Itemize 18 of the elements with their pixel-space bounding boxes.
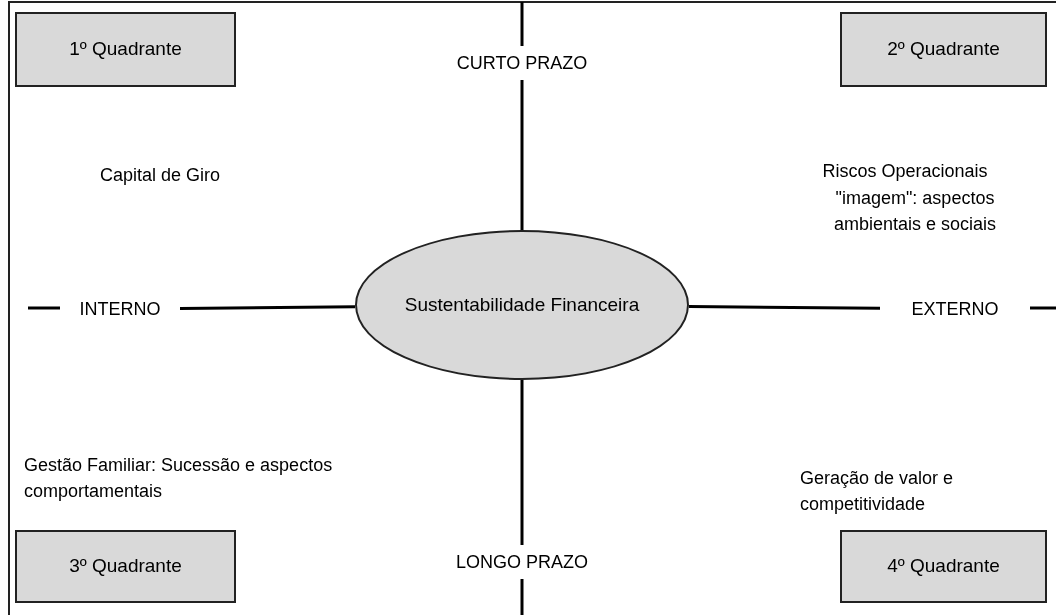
quadrant-note: Gestão Familiar: Sucessão e aspectos comportamentais <box>24 454 334 503</box>
axis-label: INTERNO <box>60 293 180 325</box>
quadrant-note: Geração de valor e competitividade <box>800 467 955 516</box>
axis-label: LONGO PRAZO <box>432 545 612 579</box>
axis-line <box>688 305 880 310</box>
axis-label: EXTERNO <box>880 293 1030 325</box>
axis-line <box>520 80 524 230</box>
axis-line <box>520 380 524 545</box>
axis-line <box>180 305 356 310</box>
quadrant-box: 1º Quadrante <box>15 12 236 87</box>
quadrant-box: 3º Quadrante <box>15 530 236 603</box>
quadrant-note: "imagem": aspectos ambientais e sociais <box>832 187 998 236</box>
axis-label: CURTO PRAZO <box>432 46 612 80</box>
quadrant-note: Riscos Operacionais <box>821 160 989 183</box>
quadrant-box: 2º Quadrante <box>840 12 1047 87</box>
quadrant-note: Capital de Giro <box>100 164 222 187</box>
quadrant-box: 4º Quadrante <box>840 530 1047 603</box>
center-ellipse: Sustentabilidade Financeira <box>355 230 689 380</box>
